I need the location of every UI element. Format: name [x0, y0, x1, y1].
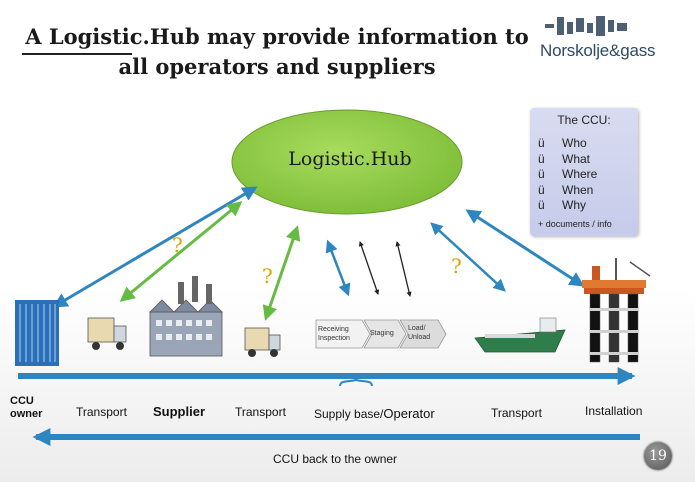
label-transport-3: Transport — [491, 406, 542, 420]
label-transport-1: Transport — [76, 405, 127, 419]
truck-icon — [87, 317, 127, 350]
hub-label: Logistic.Hub — [288, 148, 412, 170]
process-chevrons-icon — [315, 319, 447, 349]
label-supply-base: Supply base/Operator — [314, 406, 435, 421]
offshore-platform-icon — [582, 258, 651, 363]
label-ccu-back: CCU back to the owner — [273, 452, 398, 466]
supply-base-brace — [339, 378, 373, 387]
checkmark-icon: ü — [538, 167, 545, 181]
ccu-box-footer: + documents / info — [538, 219, 612, 229]
logo-text: Norskolje&gass — [540, 41, 656, 60]
checkmark-icon: ü — [538, 136, 545, 150]
label-transport-2: Transport — [235, 405, 286, 419]
title-underline — [22, 53, 132, 55]
arrow-supplier — [119, 201, 243, 302]
label-supplier: Supplier — [153, 404, 206, 419]
label-ccu-owner: CCU owner — [10, 395, 43, 420]
ship-icon — [474, 317, 566, 353]
logistic-hub-ellipse — [231, 109, 463, 215]
question-mark-transport: ? — [262, 264, 273, 288]
factory-icon — [149, 276, 223, 357]
label-installation: Installation — [585, 404, 643, 418]
arrow-installation — [430, 222, 506, 292]
arrow-supply-base-1 — [325, 239, 351, 297]
checkmark-icon: ü — [538, 198, 545, 212]
truck-icon — [244, 327, 281, 357]
stage-staging: Staging — [370, 330, 394, 337]
page-number-badge: 19 — [644, 442, 672, 470]
arrow-transport-2 — [262, 225, 301, 321]
checkmark-icon: ü — [538, 151, 545, 166]
ccu-box-title: The CCU: — [557, 113, 611, 127]
question-mark-supplier: ? — [172, 233, 183, 257]
norsk-olje-gass-logo-icon — [545, 16, 627, 36]
question-mark-installation: ? — [451, 254, 462, 278]
stage-receiving: Receiving Inspection — [318, 326, 350, 342]
arrow-receiving — [358, 241, 380, 295]
arrow-staging — [395, 240, 412, 298]
arrow-ccu-owner — [52, 186, 258, 308]
ccu-container-icon — [15, 300, 59, 366]
checkmark-icon: ü — [538, 182, 545, 197]
stage-load-unload: Load/ Unload — [408, 325, 431, 341]
slide-title: A Logistic.Hub may provide information t… — [25, 24, 529, 79]
